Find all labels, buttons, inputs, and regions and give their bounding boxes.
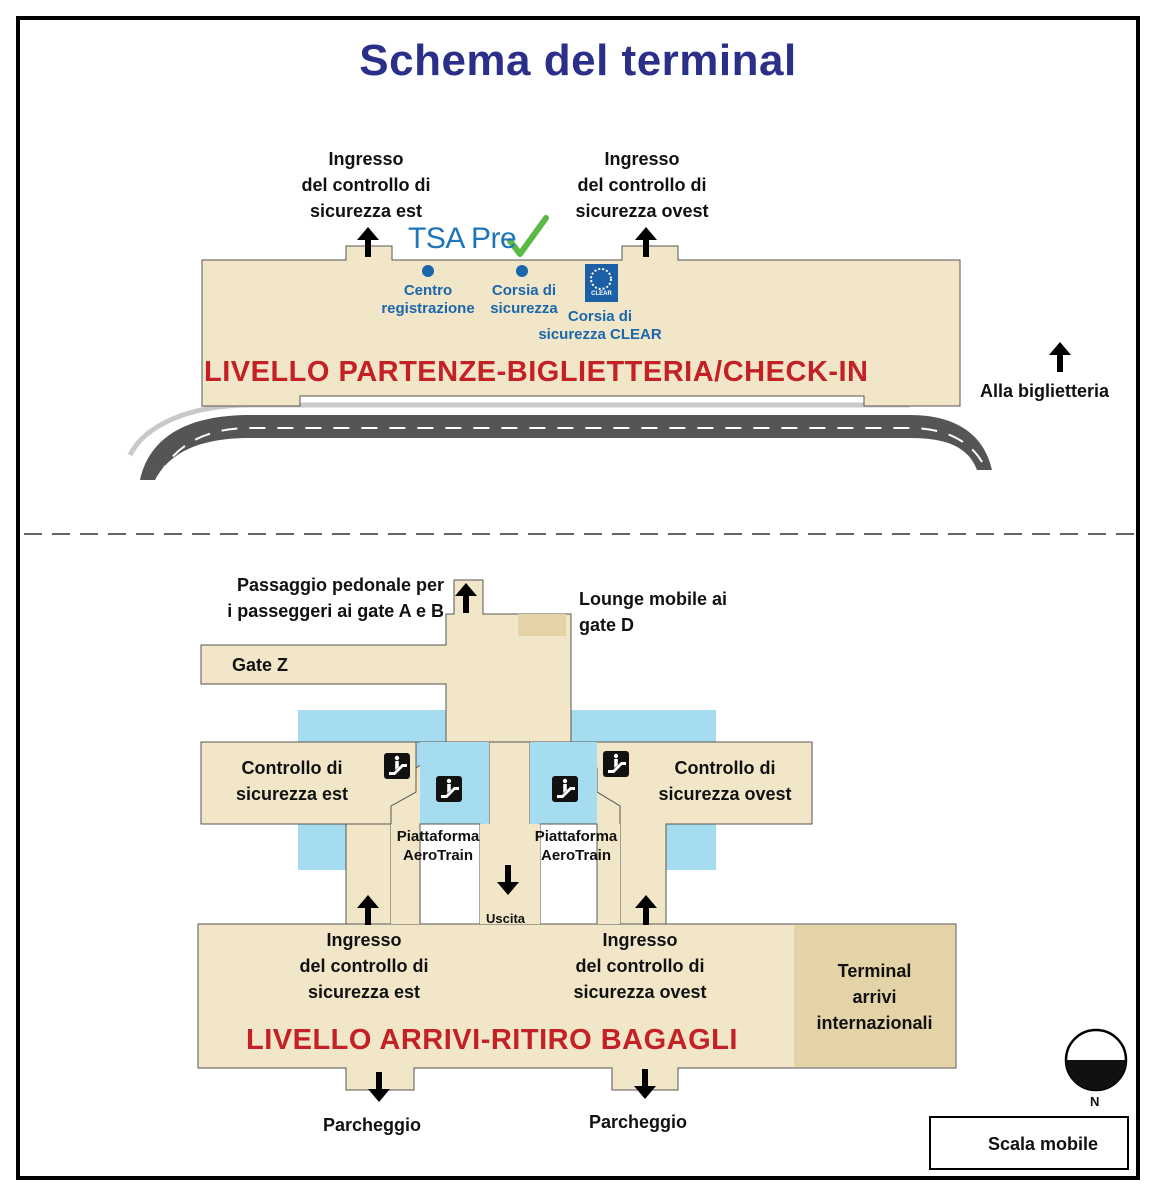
international-arrivals-label: Terminal arrivi internazionali [816, 961, 933, 1033]
security-lane-dot-icon [516, 265, 528, 277]
clear-lane-label: Corsia di sicurezza CLEAR [538, 308, 662, 343]
page-title: Schema del terminal [359, 36, 797, 85]
arrivals-level-label: LIVELLO ARRIVI-RITIRO BAGAGLI [246, 1024, 738, 1056]
escalator-icon [384, 753, 410, 779]
departures-west-entrance-label: Ingresso del controllo di sicurezza oves… [575, 149, 709, 221]
clear-logo-text: CLEAR [591, 291, 612, 297]
departures-level-label: LIVELLO PARTENZE-BIGLIETTERIA/CHECK-IN [204, 356, 869, 388]
legend [929, 1116, 1129, 1170]
aerotrain-west-label: Piattaforma AeroTrain [396, 828, 480, 864]
parking-left-label: Parcheggio [323, 1115, 422, 1135]
security-lane-label: Corsia di sicurezza [490, 282, 558, 317]
escalator-icon [552, 776, 578, 802]
parking-right-label: Parcheggio [589, 1112, 688, 1132]
arrivals-west-entrance-label: Ingresso del controllo di sicurezza oves… [573, 930, 707, 1002]
clear-logo-icon [585, 264, 618, 302]
walkway-label: Passaggio pedonale per i passeggeri ai g… [227, 575, 444, 621]
departures-building [201, 245, 961, 407]
aerotrain-east-label: Piattaforma AeroTrain [534, 828, 618, 864]
compass-icon [1064, 1028, 1128, 1092]
tsa-check-icon [507, 215, 549, 257]
compass-north-label: N [1090, 1094, 1100, 1109]
exit-label: Uscita [486, 911, 526, 926]
escalator-icon [436, 776, 462, 802]
gate-z-label: Gate Z [232, 655, 289, 675]
mobile-lounge-area [518, 614, 566, 636]
international-arrivals-area [794, 925, 955, 1067]
enrollment-center-label: Centro registrazione [381, 282, 475, 317]
departures-east-entrance-label: Ingresso del controllo di sicurezza est [301, 149, 431, 221]
escalator-icon [603, 751, 629, 777]
legend-escalator-label: Scala mobile [988, 1134, 1099, 1154]
roadway [127, 402, 992, 481]
tsa-precheck-logo: TSA Pre [408, 222, 517, 255]
east-checkpoint-label: Controllo di sicurezza est [235, 758, 349, 804]
map-frame [16, 16, 1140, 1180]
arrivals-east-entrance-label: Ingresso del controllo di sicurezza est [299, 930, 429, 1002]
west-checkpoint-label: Controllo di sicurezza ovest [658, 758, 792, 804]
ticketing-label: Alla biglietteria [980, 381, 1110, 401]
enrollment-center-dot-icon [422, 265, 434, 277]
mobile-lounge-label: Lounge mobile ai gate D [579, 589, 728, 635]
ticketing-arrow-icon [1049, 342, 1071, 372]
